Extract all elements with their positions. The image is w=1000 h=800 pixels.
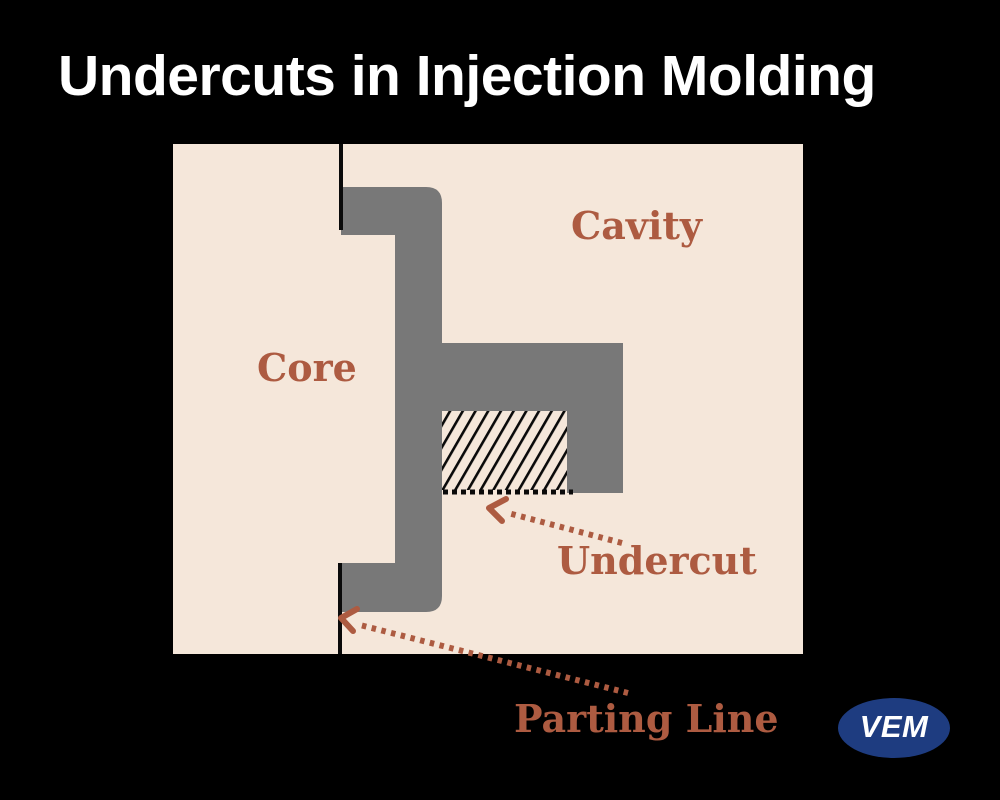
core-label: Core: [257, 345, 357, 390]
undercut-label: Undercut: [557, 538, 757, 583]
parting-line-label: Parting Line: [514, 696, 779, 741]
parting-line-arrow-head-icon: [338, 606, 360, 634]
vem-logo: VEM: [838, 698, 950, 758]
vem-logo-text: VEM: [859, 709, 929, 744]
parting-line-arrow-dots: [359, 622, 629, 696]
page-title: Undercuts in Injection Molding: [58, 44, 876, 108]
undercut-arrow: [486, 496, 623, 546]
undercut-arrow-head-icon: [486, 496, 509, 524]
parting-line-arrow: [338, 606, 629, 696]
molded-part-shape: [341, 187, 623, 612]
undercut-hatch-area: [442, 411, 567, 490]
cavity-label: Cavity: [571, 203, 703, 248]
